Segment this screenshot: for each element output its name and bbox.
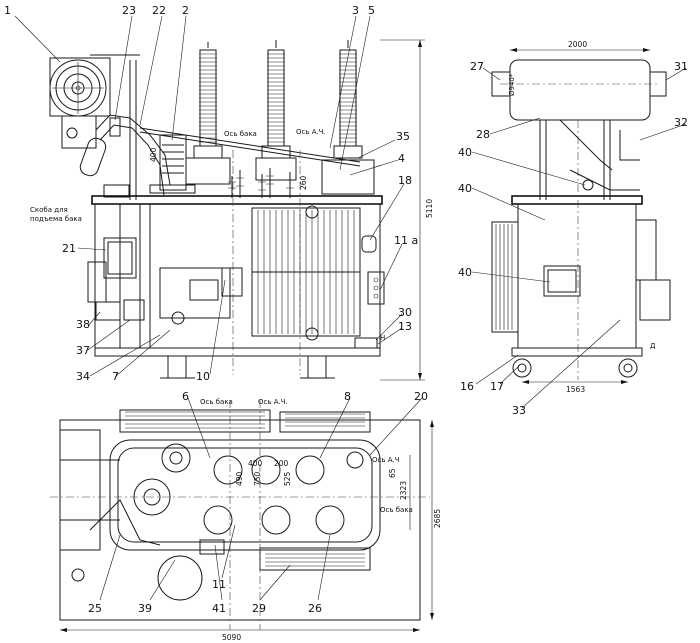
callout-8: 8 xyxy=(344,390,351,403)
callout-2: 2 xyxy=(182,4,189,17)
hv-bushing-2 xyxy=(255,40,297,181)
callout-3: 3 xyxy=(352,4,359,17)
callout-22: 22 xyxy=(152,4,166,17)
plan-view xyxy=(50,400,434,632)
fan-cooler xyxy=(49,57,111,149)
plan-tank-axis-label-side: Ось бака xyxy=(380,506,413,514)
front-view xyxy=(49,39,425,381)
callout-41: 41 xyxy=(212,602,226,615)
hv-bushing-3 xyxy=(321,40,375,195)
text-labels: Ось бака Ось А.Ч. Скоба для подъема бака… xyxy=(30,73,656,514)
callout-33: 33 xyxy=(512,404,526,417)
callout-27: 27 xyxy=(470,60,484,73)
callout-5: 5 xyxy=(368,4,375,17)
callout-13: 13 xyxy=(398,320,412,333)
callout-40-c: 40 xyxy=(458,266,472,279)
dim-plan-525: 525 xyxy=(283,471,292,486)
hv-bushing-1 xyxy=(185,42,231,185)
callout-11a: 11 а xyxy=(394,234,418,247)
callout-11: 11 xyxy=(212,578,226,591)
radiator-front xyxy=(251,205,361,341)
callout-40-a: 40 xyxy=(458,146,472,159)
callout-38: 38 xyxy=(76,318,90,331)
callout-31: 31 xyxy=(674,60,688,73)
lifting-bracket-label-2: подъема бака xyxy=(30,215,82,223)
dim-plan-2323: 2323 xyxy=(399,481,408,500)
callout-32: 32 xyxy=(674,116,688,129)
dim-wheel-track: 1563 xyxy=(566,385,585,394)
plan-tank-axis-label-top: Ось бака xyxy=(200,398,233,406)
dim-plan-65: 65 xyxy=(388,468,397,478)
conservator-diameter-label: Ø940* xyxy=(508,73,516,96)
dim-plan-200: 200 xyxy=(274,459,289,468)
callout-37: 37 xyxy=(76,344,90,357)
dim-plan-400: 400 xyxy=(248,459,263,468)
marker-d: Д xyxy=(650,342,656,350)
lifting-bracket-label-1: Скоба для xyxy=(30,206,68,214)
dim-height-total: 5110 xyxy=(425,199,434,218)
callout-numbers: 1 23 22 2 3 5 35 4 18 11 а 30 13 21 38 3… xyxy=(4,4,688,615)
callout-7: 7 xyxy=(112,370,119,383)
callout-17: 17 xyxy=(490,380,504,393)
callout-30: 30 xyxy=(398,306,412,319)
tank-axis-label: Ось бака xyxy=(224,130,257,138)
plan-lv-axis-label-top: Ось А.Ч. xyxy=(258,398,288,406)
callout-40-b: 40 xyxy=(458,182,472,195)
dim-plan-490: 490 xyxy=(235,471,244,486)
leader-lines xyxy=(14,15,687,601)
callout-6: 6 xyxy=(182,390,189,403)
dim-260: 260 xyxy=(299,175,308,190)
callout-35: 35 xyxy=(396,130,410,143)
callout-28: 28 xyxy=(476,128,490,141)
callout-4: 4 xyxy=(398,152,405,165)
callout-39: 39 xyxy=(138,602,152,615)
callout-26: 26 xyxy=(308,602,322,615)
dim-400-side: 400 xyxy=(149,147,158,162)
callout-34: 34 xyxy=(76,370,90,383)
dim-plan-5090: 5090 xyxy=(222,633,241,642)
dimension-values: 5110 400 260 2000 1563 400 200 2323 2685… xyxy=(149,40,587,642)
callout-25: 25 xyxy=(88,602,102,615)
callout-1: 1 xyxy=(4,4,11,17)
callout-18: 18 xyxy=(398,174,412,187)
callout-21: 21 xyxy=(62,242,76,255)
callout-20: 20 xyxy=(414,390,428,403)
plan-lv-axis-label-side: Ось А.Ч xyxy=(372,456,400,464)
dim-conservator-width: 2000 xyxy=(568,40,587,49)
side-view xyxy=(491,48,671,384)
dim-plan-2685: 2685 xyxy=(433,509,442,528)
dim-plan-750: 750 xyxy=(253,471,262,486)
marker-h: Н xyxy=(380,334,385,342)
lv-axis-label: Ось А.Ч. xyxy=(296,128,326,136)
callout-10: 10 xyxy=(196,370,210,383)
callout-16: 16 xyxy=(460,380,474,393)
callout-23: 23 xyxy=(122,4,136,17)
callout-29: 29 xyxy=(252,602,266,615)
